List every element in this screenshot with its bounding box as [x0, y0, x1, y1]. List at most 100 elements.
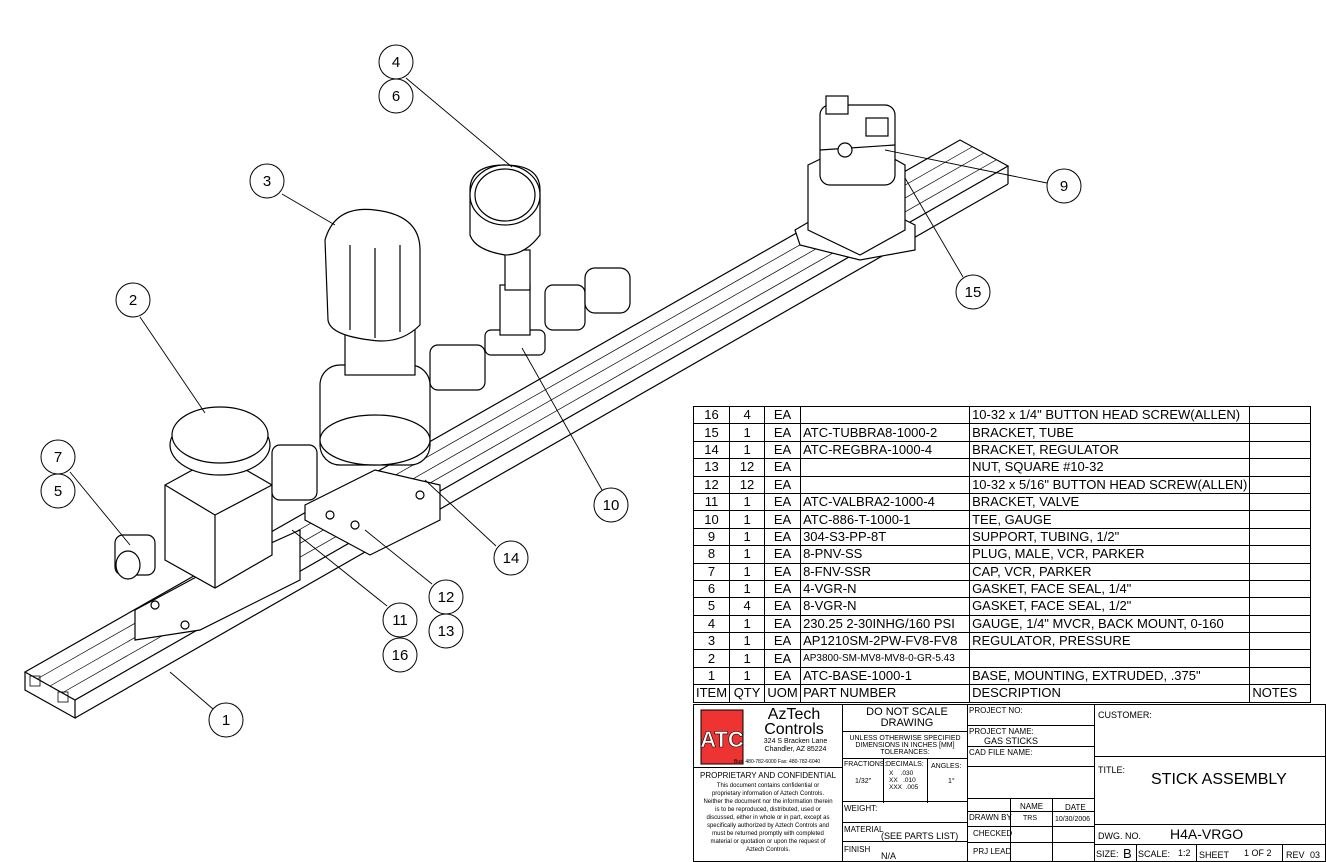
bom-cell-notes	[1249, 510, 1312, 529]
name-header: NAME	[1020, 802, 1044, 811]
balloon-5: 5	[40, 473, 76, 509]
project-no-label: PROJECT NO:	[969, 706, 1023, 715]
balloon-13: 13	[428, 613, 464, 649]
proprietary-title: PROPRIETARY AND CONFIDENTIAL	[699, 771, 837, 780]
bom-cell-item: 7	[692, 562, 731, 581]
material-value: (SEE PARTS LIST)	[881, 831, 959, 841]
balloon-16: 16	[382, 637, 418, 673]
cad-file-label: CAD FILE NAME:	[969, 748, 1033, 757]
bom-cell-part-number: ATC-VALBRA2-1000-4	[800, 492, 971, 512]
balloon-11: 11	[382, 602, 418, 638]
balloon-label: 3	[263, 173, 271, 190]
scale-label: SCALE:	[1138, 849, 1171, 859]
balloon-label: 13	[438, 623, 455, 640]
bom-cell-description: PLUG, MALE, VCR, PARKER	[969, 545, 1251, 564]
do-not-scale-text: DO NOT SCALE DRAWING	[866, 706, 948, 729]
bom-cell-description: BRACKET, TUBE	[969, 423, 1251, 442]
bom-cell-notes	[1249, 405, 1312, 425]
material-label: MATERIAL	[844, 825, 884, 834]
date-header: DATE	[1065, 803, 1086, 812]
rev-value: 03	[1310, 850, 1321, 860]
blank-box	[967, 766, 1095, 799]
balloon-14: 14	[493, 540, 529, 576]
bom-cell-description: BRACKET, VALVE	[969, 492, 1251, 512]
bom-header-description: DESCRIPTION	[969, 684, 1251, 703]
bom-cell-qty: 1	[729, 562, 766, 581]
project-name-label: PROJECT NAME:	[969, 727, 1034, 736]
proprietary-block: PROPRIETARY AND CONFIDENTIAL This docume…	[693, 767, 843, 862]
bom-cell-uom: EA	[764, 579, 802, 599]
bom-cell-uom: EA	[764, 510, 802, 529]
bom-cell-item: 2	[692, 649, 731, 668]
balloon-label: 9	[1060, 178, 1068, 195]
bom-cell-item: 3	[692, 632, 731, 651]
balloon-label: 16	[392, 647, 409, 664]
bom-cell-description	[969, 649, 1251, 668]
bom-cell-uom: EA	[764, 632, 802, 651]
bom-header-notes: NOTES	[1249, 684, 1312, 703]
bom-cell-item: 9	[692, 527, 731, 547]
fractions-label: FRACTIONS:	[844, 761, 887, 768]
balloon-label: 12	[438, 589, 455, 606]
bom-cell-qty: 4	[729, 597, 766, 616]
item-balloons: 1 2 3 4 6 7 5 9 10 11 16 12 13 14 15	[40, 44, 1082, 738]
balloon-label: 1	[222, 712, 230, 729]
bom-cell-uom: EA	[764, 562, 802, 581]
bom-cell-item: 4	[692, 614, 731, 634]
bom-cell-part-number	[800, 475, 971, 494]
bom-cell-description: BRACKET, REGULATOR	[969, 440, 1251, 460]
balloon-9: 9	[1046, 168, 1082, 204]
weight-label: WEIGHT:	[844, 804, 878, 813]
bom-cell-notes	[1249, 614, 1312, 634]
tube-support-bracket	[794, 95, 916, 261]
leader-lines	[69, 77, 1048, 710]
bom-cell-notes	[1249, 423, 1312, 442]
bom-cell-uom: EA	[764, 597, 802, 616]
bom-cell-description: GASKET, FACE SEAL, 1/2"	[969, 597, 1251, 616]
gauge-tee-assembly	[469, 164, 631, 356]
finish-box: FINISH N/A	[842, 841, 968, 862]
bom-cell-description: CAP, VCR, PARKER	[969, 562, 1251, 581]
balloon-label: 14	[503, 550, 520, 567]
bom-header-part-number: PART NUMBER	[800, 684, 971, 703]
bom-cell-item: 11	[692, 492, 731, 512]
bom-cell-part-number: ATC-886-T-1000-1	[800, 510, 971, 529]
bom-cell-uom: EA	[764, 666, 802, 686]
material-box: MATERIAL (SEE PARTS LIST)	[842, 822, 968, 842]
size-label: SIZE:	[1096, 849, 1119, 859]
bom-cell-notes	[1249, 475, 1312, 494]
balloon-4: 4	[378, 44, 414, 80]
bom-cell-part-number	[800, 405, 971, 425]
scale-value: 1:2	[1178, 848, 1191, 858]
balloon-1: 1	[208, 702, 244, 738]
decimals-value: X .030 XX .010 XXX .005	[889, 770, 919, 791]
bom-cell-qty: 1	[729, 666, 766, 686]
bom-cell-notes	[1249, 458, 1312, 477]
project-name-box: PROJECT NAME: GAS STICKS	[967, 725, 1095, 747]
bom-header-qty: QTY	[729, 684, 766, 703]
bom-cell-notes	[1249, 666, 1312, 686]
finish-label: FINISH	[844, 845, 871, 854]
angles-value: 1°	[948, 778, 955, 785]
drawing-title: STICK ASSEMBLY	[1151, 771, 1287, 788]
weight-box: WEIGHT:	[842, 801, 968, 823]
decimals-label: DECIMALS:	[886, 761, 924, 768]
bom-cell-part-number: AP1210SM-2PW-FV8-FV8	[800, 632, 971, 651]
bom-cell-description: GAUGE, 1/4" MVCR, BACK MOUNT, 0-160	[969, 614, 1251, 634]
bom-cell-item: 10	[692, 510, 731, 529]
customer-label: CUSTOMER:	[1098, 710, 1152, 720]
bom-cell-notes	[1249, 632, 1312, 651]
bom-cell-uom: EA	[764, 423, 802, 442]
cad-file-box: CAD FILE NAME:	[967, 746, 1095, 767]
atc-logo: ATC	[700, 709, 744, 765]
